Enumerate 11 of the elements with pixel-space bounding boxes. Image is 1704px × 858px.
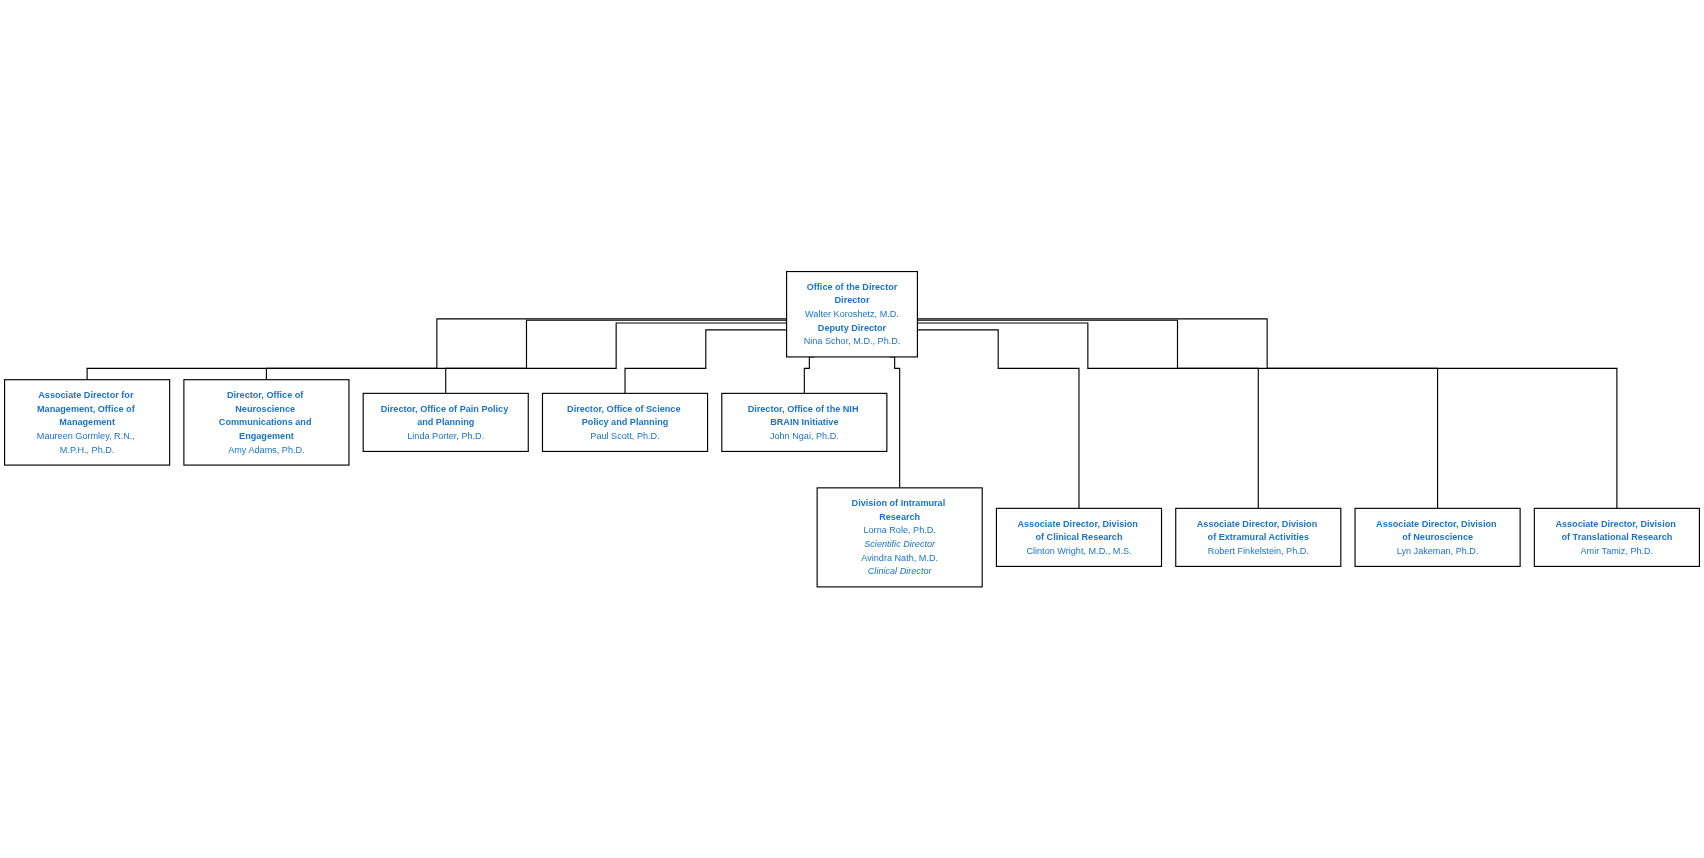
node-box: Division of Intramural Research Lorna Role, Ph.D. Scientific Director Avindra Nath, M.D. Clinical Director — [816, 487, 983, 588]
node-box: Associate Director, Division of Neuroscience Lyn Jakeman, Ph.D. — [1354, 507, 1521, 567]
node-box: Director, Office of Science Policy and Planning Paul Scott, Ph.D. — [541, 392, 709, 452]
node-box: Associate Director, Division of Clinical Research Clinton Wright, M.D., M.S. — [995, 507, 1163, 567]
node-box: Director, Office of Pain Policy and Planning Linda Porter, Ph.D. — [362, 392, 529, 452]
node-box: Director, Office of the NIH BRAIN Initiative John Ngai, Ph.D. — [721, 392, 888, 452]
node-box: Director, Office of Neuroscience Communications and Engagement Amy Adams, Ph.D. — [183, 378, 350, 466]
node-box: Office of the Director Director Walter Koroshetz, M.D. Deputy Director Nina Schor, M.D., Ph.D. — [786, 270, 918, 358]
node-box: Associate Director, Division of Extramural Activities Robert Finkelstein, Ph.D. — [1175, 507, 1342, 567]
node-box: Associate Director for Management, Office of Management Maureen Gormley, R.N., M.P.H., Ph.D. — [4, 378, 171, 466]
node-box: Associate Director, Division of Translational Research Amir Tamiz, Ph.D. — [1533, 507, 1700, 567]
